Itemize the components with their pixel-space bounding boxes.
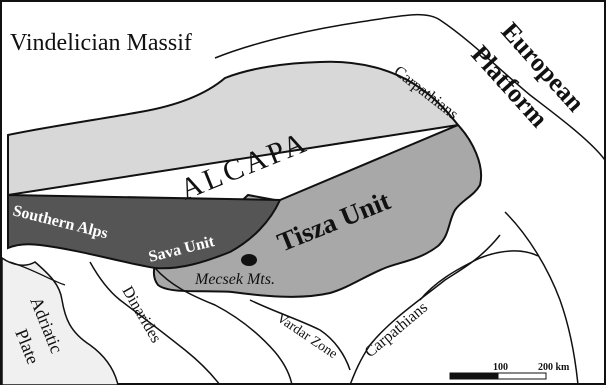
adriatic-coast-line: [9, 261, 66, 286]
apuseni-boundary: [419, 250, 539, 301]
dinarides-boundary: [89, 261, 221, 385]
vardar-west-boundary: [154, 267, 293, 385]
carpathian-east-boundary: [504, 211, 579, 385]
scale-bar: 100 200 km: [449, 362, 570, 380]
label-vindelician-massif: Vindelician Massif: [10, 30, 192, 56]
scale-bar-black-segment: [449, 372, 499, 380]
southern-alps-sava-region: [7, 193, 282, 270]
vardar-east-boundary: [249, 299, 351, 371]
scale-bar-white-segment: [497, 372, 547, 380]
alcapa-region: [7, 60, 460, 197]
scale-label-200: 200 km: [538, 362, 570, 373]
label-mecsek-mts: Mecsek Mts.: [194, 271, 275, 288]
adriatic-plate-region: [1, 256, 119, 385]
mecsek-mountains-marker: [241, 254, 257, 266]
carpathian-outer-boundary: [214, 13, 606, 161]
scale-label-100: 100: [493, 362, 508, 373]
